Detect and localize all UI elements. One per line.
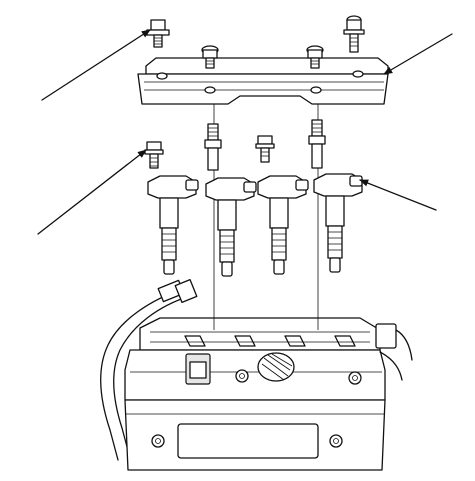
coil-bolts: [144, 135, 275, 169]
ignition-coil-cover: [137, 57, 389, 105]
cover-bolt-hole-3: [310, 86, 322, 94]
head-cover-top: [139, 317, 381, 351]
cover-bolt-1: [146, 19, 170, 48]
stud-right: [308, 119, 326, 169]
head-bolt-1: [235, 369, 249, 383]
engine-head: [99, 279, 413, 471]
left-hose: [99, 287, 186, 461]
leader-arrows: [37, 29, 453, 235]
left-hose-edge: [113, 295, 191, 459]
leader-arrow-coil: [359, 179, 437, 211]
stud-left: [204, 123, 222, 171]
cover-plate-top: [145, 57, 389, 75]
leader-arrow-cover-bolt: [41, 29, 151, 101]
coil-bolt-left: [144, 141, 164, 169]
head-bolt-2: [348, 371, 362, 385]
head-bolt-1-inner: [239, 373, 245, 379]
coil-slot-1: [184, 335, 206, 347]
lower-bolt-left: [151, 434, 165, 448]
lower-bolt-right-inner: [333, 438, 339, 444]
cover-plate-body: [137, 73, 389, 105]
coil-slot-4: [334, 335, 356, 347]
oil-cap-ridges: [261, 353, 293, 381]
head-bolt-2-inner: [352, 375, 358, 381]
coil-slot-2: [234, 335, 256, 347]
coil-slot-3: [284, 335, 306, 347]
cover-bolt-hole-2: [204, 86, 216, 94]
sensor-plug-face: [189, 361, 207, 379]
coil-bolt-middle: [255, 135, 275, 163]
lower-bolt-right: [329, 434, 343, 448]
ignition-coils: [147, 173, 363, 277]
right-connector: [375, 323, 397, 349]
lower-recess: [177, 423, 319, 459]
coil-studs: [204, 119, 326, 171]
cover-bolt-hole-4: [352, 70, 364, 78]
cover-bolt-4: [343, 15, 365, 53]
ignition-coil-2: [205, 177, 257, 277]
leader-arrow-coil-bolt: [37, 149, 147, 235]
leader-arrow-cover: [383, 33, 453, 75]
cover-bolt-hole-1: [156, 72, 168, 80]
ignition-coil-4: [313, 173, 363, 273]
hose-connector: [174, 279, 198, 303]
right-hose: [395, 329, 413, 361]
cover-bolt-3: [306, 45, 324, 69]
right-wire: [379, 351, 403, 381]
cover-bolt-2: [201, 45, 219, 69]
ignition-coil-3: [257, 175, 309, 275]
ignition-coil-1: [147, 175, 199, 275]
lower-bolt-left-inner: [155, 438, 161, 444]
head-cover-body: [124, 349, 386, 401]
